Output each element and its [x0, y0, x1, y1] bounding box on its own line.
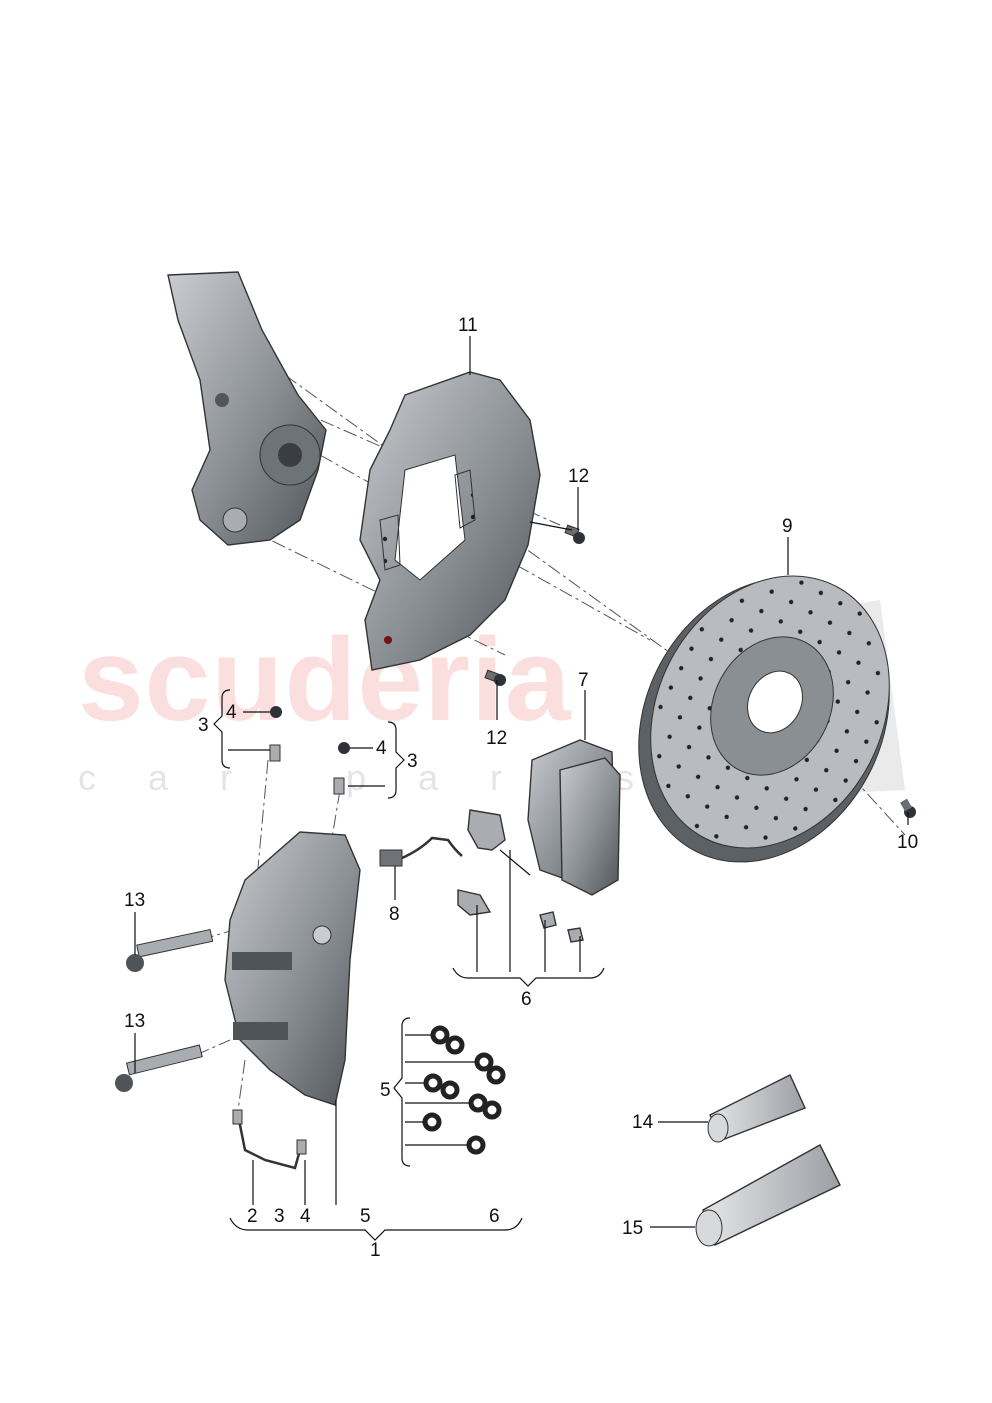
bleed-screw-right [333, 742, 350, 795]
callout-7: 7 [578, 670, 589, 691]
watermark-brand: scuderia [78, 614, 572, 746]
callout-4-right: 4 [376, 738, 387, 759]
callout-6-kit: 6 [521, 989, 532, 1010]
shield-bolt-upper [564, 524, 585, 544]
callout-11: 11 [458, 315, 478, 336]
brake-pads [527, 739, 621, 896]
callout-8: 8 [389, 904, 400, 925]
callout-3-left: 3 [198, 715, 209, 736]
callout-12-upper: 12 [568, 466, 589, 487]
pad-spring [457, 809, 584, 943]
seal-kit [422, 1025, 506, 1155]
callout-4-bottom: 4 [300, 1206, 311, 1227]
callout-12-lower: 12 [486, 728, 507, 749]
callout-4-left: 4 [226, 702, 237, 723]
brake-line [232, 1109, 307, 1170]
caliper-bolt-lower [115, 1044, 203, 1092]
callout-1: 1 [370, 1240, 381, 1261]
dust-shield [359, 371, 541, 671]
callout-14: 14 [632, 1112, 654, 1133]
brake-caliper [224, 831, 361, 1106]
callout-5-kit: 5 [380, 1080, 391, 1101]
bleed-screw-left [269, 706, 282, 762]
callout-3-bottom: 3 [274, 1206, 285, 1227]
caliper-bolt-upper [126, 928, 214, 972]
disc-screw [900, 798, 916, 818]
callout-13-lower: 13 [124, 1011, 145, 1032]
grease-tube-small [707, 1074, 806, 1143]
callout-13-upper: 13 [124, 890, 145, 911]
callout-3-right: 3 [407, 751, 418, 772]
grease-tube-large [695, 1144, 841, 1247]
leader-lines [134, 336, 909, 1228]
callout-15: 15 [622, 1218, 643, 1239]
callout-9: 9 [782, 516, 793, 537]
callout-labels: 11 12 12 9 10 7 8 6 13 13 4 3 4 3 5 14 1… [124, 315, 918, 1261]
callout-10: 10 [897, 832, 918, 853]
callout-2: 2 [247, 1206, 258, 1227]
braces [213, 689, 605, 1241]
callout-5-bottom: 5 [360, 1206, 371, 1227]
wheel-carrier [167, 271, 327, 546]
wear-sensor [379, 836, 463, 867]
brake-disc [638, 575, 890, 863]
callout-6-bottom: 6 [489, 1206, 500, 1227]
